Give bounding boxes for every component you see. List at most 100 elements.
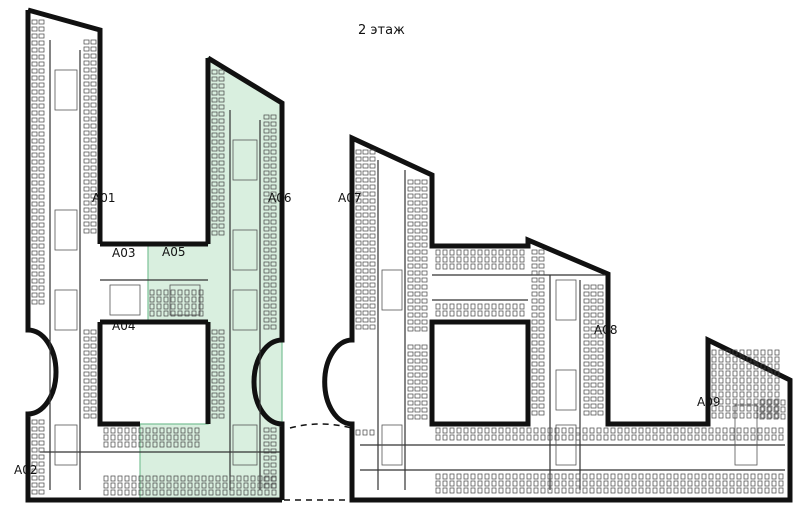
desk-mark [547, 427, 553, 434]
desk-mark [568, 473, 574, 480]
desk-mark [31, 461, 38, 467]
zone-label-a07[interactable]: A07 [338, 191, 361, 205]
desk-mark [170, 289, 176, 296]
zone-label-a09[interactable]: A09 [697, 395, 720, 409]
desk-mark [739, 412, 745, 419]
desk-mark [739, 356, 745, 363]
desk-mark [38, 61, 45, 67]
desk-mark [177, 310, 183, 317]
desk-mark [270, 455, 277, 461]
desk-mark [243, 475, 249, 482]
desk-mark [270, 310, 277, 316]
desk-mark [90, 179, 97, 185]
desk-mark [110, 475, 116, 482]
desk-mark [31, 243, 38, 249]
desk-mark [767, 349, 773, 356]
desk-mark [531, 249, 538, 255]
desk-mark [554, 427, 560, 434]
zone-labels: A01 A02 A03 A04 A05 A06 A07 A08 A09 [14, 191, 720, 477]
outer-west-wall [25, 10, 282, 503]
desk-mark [229, 475, 235, 482]
desk-mark [540, 487, 546, 494]
desk-mark [83, 151, 90, 157]
desk-mark [463, 249, 469, 256]
zone-a06-area[interactable] [208, 58, 282, 500]
desk-mark [38, 124, 45, 130]
zone-label-a08[interactable]: A08 [594, 323, 617, 337]
desk-mark [263, 142, 270, 148]
desk-mark [83, 378, 90, 384]
desk-mark [725, 405, 731, 412]
zone-label-a05[interactable]: A05 [162, 245, 185, 259]
desk-mark [575, 427, 581, 434]
desk-mark [369, 226, 376, 232]
desk-mark [369, 317, 376, 323]
zone-label-a02[interactable]: A02 [14, 463, 37, 477]
desk-mark [624, 434, 630, 441]
desk-mark [645, 427, 651, 434]
desk-mark [701, 427, 707, 434]
desk-mark [83, 193, 90, 199]
desk-mark [729, 473, 735, 480]
desk-mark [211, 223, 218, 229]
desk-mark [725, 349, 731, 356]
desk-mark [31, 285, 38, 291]
desk-mark [718, 370, 724, 377]
desk-mark [211, 399, 218, 405]
desk-mark [531, 326, 538, 332]
desk-mark [173, 482, 179, 489]
desk-mark [718, 391, 724, 398]
desk-mark [355, 177, 362, 183]
desk-mark [597, 375, 604, 381]
desk-mark [729, 434, 735, 441]
desk-mark [407, 193, 414, 199]
desk-mark [753, 412, 759, 419]
desk-mark [131, 475, 137, 482]
desk-mark [694, 473, 700, 480]
highlighted-zone-group[interactable] [139, 56, 283, 501]
zone-label-a04[interactable]: A04 [112, 319, 135, 333]
desk-mark [538, 249, 545, 255]
desk-mark [369, 254, 376, 260]
desk-mark [421, 291, 428, 297]
desk-mark [708, 480, 714, 487]
zone-a06-lower-area[interactable] [140, 424, 210, 500]
desk-mark [138, 475, 144, 482]
desk-mark [38, 26, 45, 32]
desk-mark [680, 427, 686, 434]
desk-mark [31, 89, 38, 95]
desk-mark [715, 473, 721, 480]
zone-label-a01[interactable]: A01 [92, 191, 115, 205]
desk-mark [739, 384, 745, 391]
desk-mark [773, 406, 779, 413]
desk-mark [31, 236, 38, 242]
furniture-layer [31, 19, 786, 496]
desk-mark [456, 256, 462, 263]
zone-label-a03[interactable]: A03 [112, 246, 135, 260]
desk-mark [83, 60, 90, 66]
desk-mark [767, 412, 773, 419]
desk-mark [449, 434, 455, 441]
zone-label-a06[interactable]: A06 [268, 191, 291, 205]
desk-mark [270, 233, 277, 239]
desk-mark [590, 291, 597, 297]
desk-mark [90, 413, 97, 419]
desk-mark [31, 68, 38, 74]
desk-mark [638, 434, 644, 441]
desk-mark [757, 487, 763, 494]
desk-mark [90, 123, 97, 129]
desk-mark [491, 427, 497, 434]
desk-mark [31, 257, 38, 263]
desk-mark [590, 333, 597, 339]
desk-mark [449, 249, 455, 256]
desk-mark [211, 336, 218, 342]
desk-mark [491, 480, 497, 487]
desk-mark [498, 427, 504, 434]
desk-mark [449, 473, 455, 480]
desk-mark [218, 174, 225, 180]
desk-mark [90, 60, 97, 66]
desk-mark [83, 130, 90, 136]
desk-mark [531, 284, 538, 290]
desk-mark [414, 263, 421, 269]
desk-mark [263, 191, 270, 197]
